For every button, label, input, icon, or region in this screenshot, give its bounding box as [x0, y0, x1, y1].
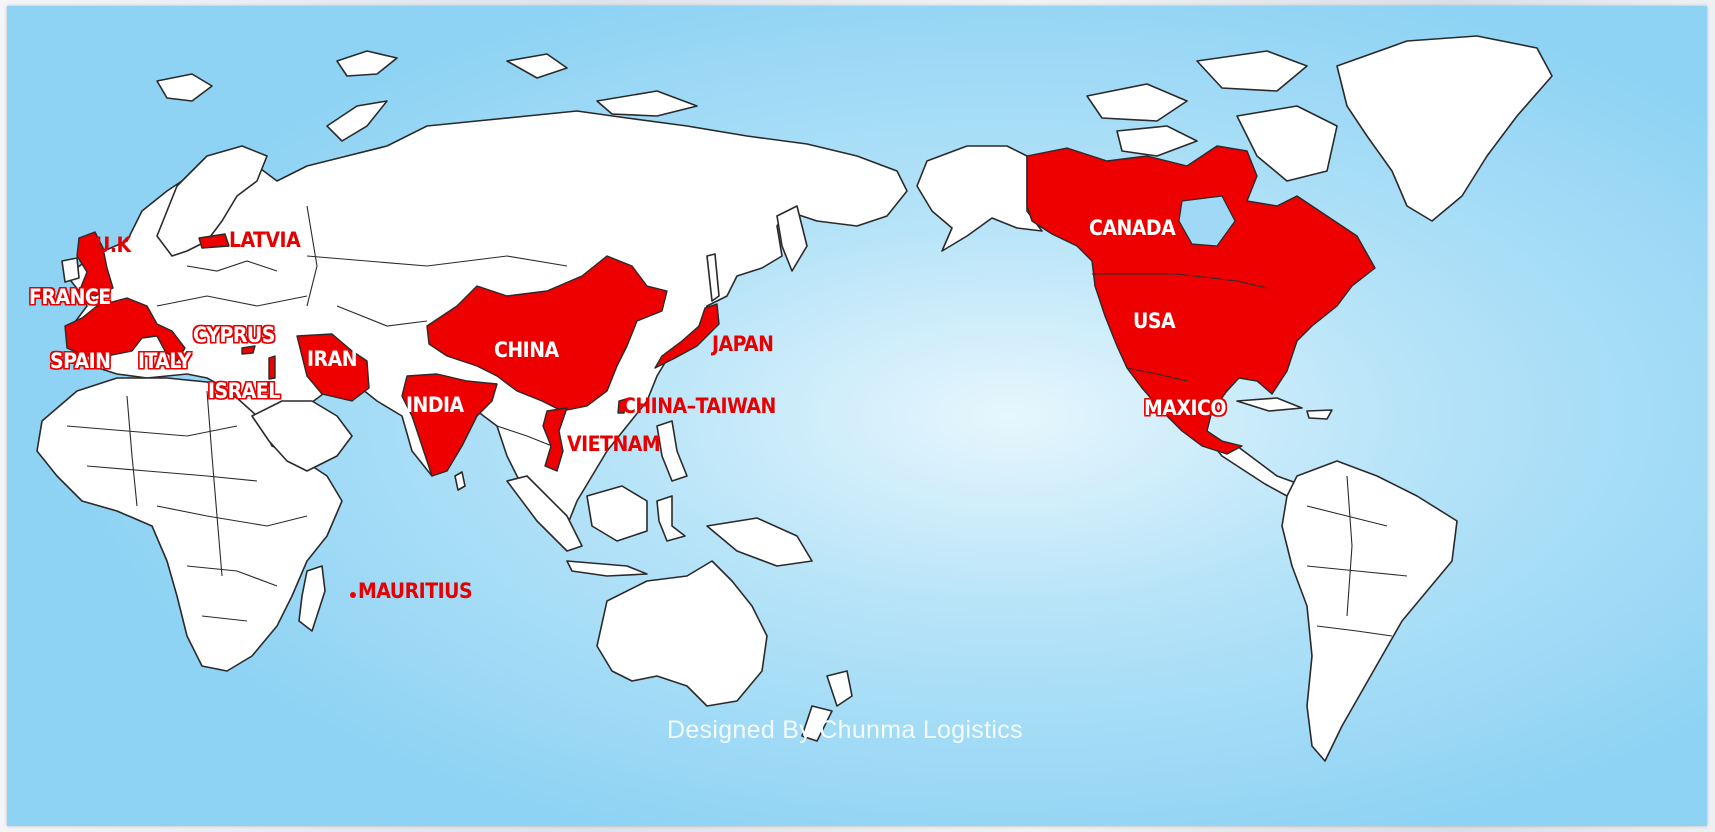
philippines-landmass — [656, 420, 688, 482]
japan-shape — [654, 303, 720, 369]
label-france: FRANCE — [29, 285, 111, 309]
borneo-landmass — [586, 485, 648, 542]
africa-landmass — [36, 377, 343, 672]
arctic-island-2 — [326, 100, 388, 142]
canada-usa-mexico-shape — [1026, 145, 1376, 455]
scandinavia-landmass — [156, 145, 268, 257]
canada-arctic-4 — [1116, 125, 1198, 157]
cuba-landmass — [1236, 397, 1303, 412]
ireland-shape — [61, 257, 80, 283]
newzealand-north — [826, 670, 853, 707]
label-india: INDIA — [406, 393, 464, 417]
taiwan-shape — [617, 398, 627, 414]
latvia-shape — [198, 233, 230, 249]
south-america-landmass — [1281, 460, 1458, 762]
label-iran: IRAN — [307, 347, 358, 371]
label-usa: USA — [1133, 309, 1176, 333]
label-mauritius: MAURITIUS — [358, 579, 473, 603]
vietnam-shape — [542, 407, 568, 472]
kamchatka-landmass — [776, 205, 808, 272]
china-shape — [426, 255, 668, 412]
iran-shape — [296, 333, 370, 402]
label-spain: SPAIN — [50, 349, 111, 373]
arctic-island-3 — [506, 53, 568, 79]
label-japan: JAPAN — [712, 332, 774, 356]
label-china-taiwan: CHINA–TAIWAN — [622, 394, 776, 418]
iceland-landmass — [156, 73, 213, 102]
label-canada: CANADA — [1089, 216, 1176, 240]
alaska-landmass — [916, 145, 1043, 252]
credit-text: Designed By Chunma Logistics — [667, 716, 1023, 744]
label-italy: ITALY — [138, 349, 191, 373]
israel-shape — [268, 355, 276, 380]
sumatra-landmass — [506, 475, 583, 552]
label-maxico: MAXICO — [1144, 396, 1226, 420]
country-borders — [66, 205, 1408, 637]
australia-landmass — [596, 560, 768, 707]
label-latvia: LATVIA — [229, 228, 301, 252]
world-map: U.K LATVIA FRANCE CYPRUS SPAIN ITALY IRA… — [7, 6, 1707, 826]
sakhalin-landmass — [706, 253, 720, 302]
canada-arctic-2 — [1196, 50, 1308, 92]
arctic-island-1 — [336, 50, 398, 77]
india-shape — [401, 373, 498, 477]
srilanka-landmass — [454, 471, 466, 491]
cyprus-shape — [241, 345, 256, 355]
hispaniola-landmass — [1306, 409, 1333, 420]
newzealand-south — [801, 705, 833, 742]
canada-arctic-1 — [1086, 83, 1188, 122]
hudson-bay — [1178, 195, 1236, 247]
uk-shape — [76, 231, 114, 297]
new-guinea-landmass — [706, 517, 813, 567]
highlighted-countries — [61, 145, 1376, 598]
madagascar-landmass — [298, 565, 326, 632]
label-israel: ISRAEL — [208, 379, 280, 403]
arctic-island-4 — [596, 90, 698, 117]
label-uk: U.K — [95, 233, 131, 257]
canada-usa-border — [1092, 273, 1268, 289]
france-spain-italy-shape — [64, 297, 186, 362]
label-cyprus: CYPRUS — [193, 323, 275, 347]
arabia-landmass — [251, 400, 353, 472]
java-landmass — [566, 560, 648, 577]
label-china: CHINA — [494, 338, 559, 362]
label-vietnam: VIETNAM — [567, 432, 661, 456]
map-graphic — [7, 6, 1707, 826]
greenland-landmass — [1336, 35, 1553, 222]
canada-arctic-3 — [1236, 105, 1338, 182]
sulawesi-landmass — [656, 495, 686, 542]
mauritius-dot — [350, 592, 356, 598]
usa-mexico-border — [1126, 367, 1188, 382]
